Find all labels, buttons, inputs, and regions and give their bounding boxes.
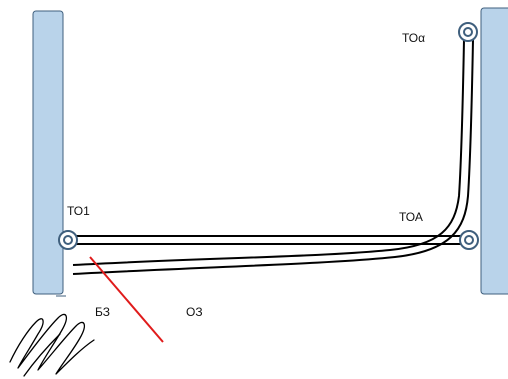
- right-post: [480, 7, 508, 295]
- label-toa: ТОА: [399, 210, 423, 224]
- label-oz: ОЗ: [186, 305, 203, 319]
- signature-scribble: [9, 313, 95, 377]
- label-bz: БЗ: [95, 305, 110, 319]
- label-toalpha: ТОα: [402, 31, 425, 45]
- terminal-toa-icon: [459, 230, 479, 250]
- terminal-to1-icon: [58, 230, 78, 250]
- curved-conductor: [72, 39, 474, 275]
- horizontal-conductor: [76, 235, 462, 245]
- left-post: [32, 10, 64, 295]
- label-to1: ТО1: [67, 204, 90, 218]
- terminal-toalpha-icon: [458, 22, 478, 42]
- cut-line: [89, 256, 164, 343]
